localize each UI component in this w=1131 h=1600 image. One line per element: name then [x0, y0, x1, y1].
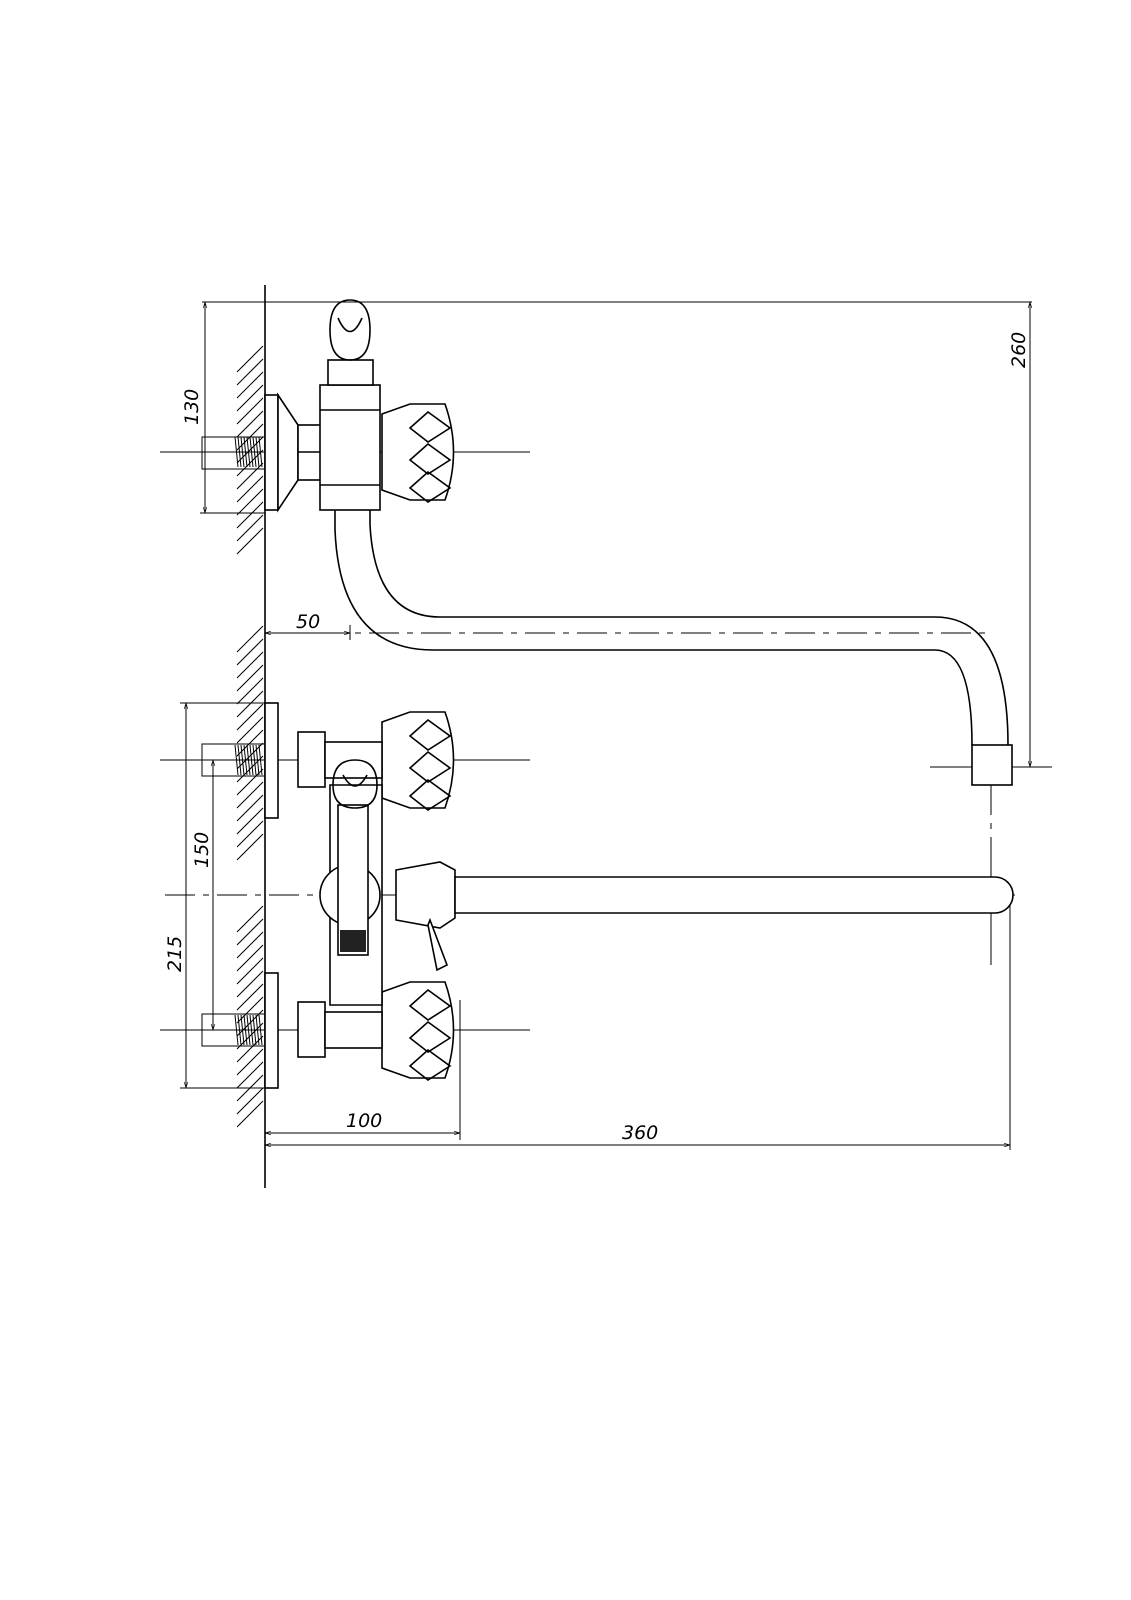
- hatch-line: [236, 944, 264, 972]
- dimension-lines: [180, 300, 1033, 1150]
- hatch-line: [236, 807, 264, 835]
- hatch-line: [236, 384, 264, 412]
- handle-knob: [381, 981, 455, 1081]
- hatch-line: [236, 677, 264, 705]
- hatch-line: [236, 1048, 264, 1076]
- hatch-line: [236, 345, 264, 373]
- hatch-line: [236, 905, 264, 933]
- dim-215-label: 215: [164, 936, 186, 972]
- hatch-line: [236, 664, 264, 692]
- hatch-line: [236, 1061, 264, 1089]
- dim-360-label: 360: [622, 1122, 658, 1144]
- valve-handles: [381, 403, 455, 1081]
- hatch-line: [236, 983, 264, 1011]
- dim-260-label: 260: [1008, 332, 1030, 368]
- hatch-line: [236, 703, 264, 731]
- hatch-line: [236, 651, 264, 679]
- hatch-line: [236, 501, 264, 529]
- hatch-line: [236, 514, 264, 542]
- hatch-line: [236, 462, 264, 490]
- handle-knob: [381, 711, 455, 811]
- upper-swivel-spout: [334, 510, 1013, 786]
- top-valve: [201, 299, 381, 513]
- hatch-line: [236, 397, 264, 425]
- hatch-line: [236, 781, 264, 809]
- hatch-line: [236, 527, 264, 555]
- hatch-line: [236, 625, 264, 653]
- hatch-line: [236, 371, 264, 399]
- hatch-line: [236, 833, 264, 861]
- hatch-line: [236, 918, 264, 946]
- hatch-line: [236, 638, 264, 666]
- hatch-line: [236, 957, 264, 985]
- hatch-line: [236, 690, 264, 718]
- hatch-line: [236, 358, 264, 386]
- hatch-line: [236, 742, 264, 770]
- hatch-line: [236, 716, 264, 744]
- hatch-line: [236, 820, 264, 848]
- hatch-line: [236, 1022, 264, 1050]
- hatch-line: [236, 475, 264, 503]
- dim-100-label: 100: [346, 1110, 382, 1132]
- handle-knob: [381, 403, 455, 503]
- center-lines: [160, 451, 1052, 1031]
- hatch-line: [236, 410, 264, 438]
- hatch-line: [236, 729, 264, 757]
- hatch-line: [236, 931, 264, 959]
- dim-150-label: 150: [191, 832, 213, 868]
- hatch-line: [236, 436, 264, 464]
- wall-hatching: [234, 345, 264, 1128]
- dim-130-label: 130: [181, 389, 203, 425]
- hatch-line: [236, 1087, 264, 1115]
- hatch-line: [236, 794, 264, 822]
- dim-50-label: 50: [296, 611, 320, 633]
- hatch-line: [236, 970, 264, 998]
- hatch-line: [236, 1100, 264, 1128]
- hatch-line: [236, 488, 264, 516]
- lower-mixer-body: [201, 702, 1014, 1089]
